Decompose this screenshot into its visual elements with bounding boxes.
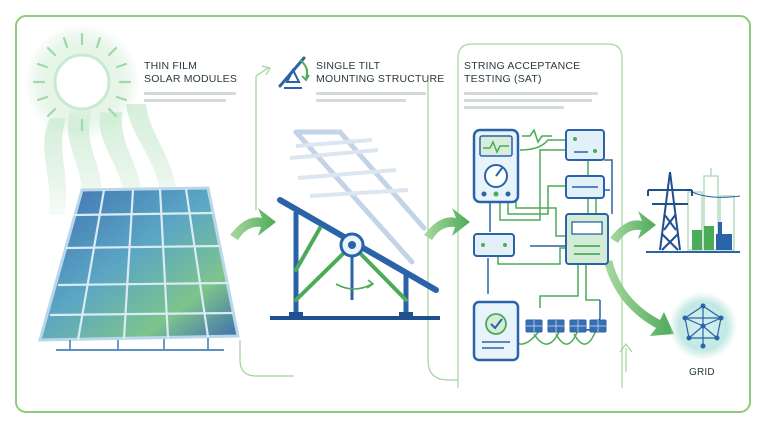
multimeter-icon — [472, 128, 520, 204]
text-placeholder-line — [144, 92, 236, 95]
flow-arrow-icon — [604, 260, 674, 336]
structure-title-line1: SINGLE TILT — [316, 60, 381, 72]
connector-line — [255, 67, 269, 77]
text-placeholder-line — [464, 106, 564, 109]
arrow-head-small — [619, 343, 633, 353]
modules-title: THIN FILM SOLAR MODULES — [144, 60, 237, 86]
structure-title-line2: MOUNTING STRUCTURE — [316, 73, 445, 85]
signal-pulse — [522, 128, 552, 144]
junction-box-icon — [565, 175, 605, 199]
connector-line — [239, 340, 294, 377]
modules-title-line1: THIN FILM — [144, 60, 198, 72]
modules-title-line2: SOLAR MODULES — [144, 73, 238, 85]
sun-icon — [24, 24, 140, 140]
tablet-check-icon — [472, 300, 520, 362]
flow-arrow-icon — [610, 211, 656, 243]
outer-frame — [15, 15, 751, 413]
junction-box-icon — [473, 233, 515, 257]
text-placeholder-line — [464, 99, 592, 102]
string-panels — [525, 319, 607, 333]
flow-arrow-icon — [424, 208, 470, 240]
text-placeholder-line — [316, 92, 426, 95]
inverter-icon — [565, 213, 609, 265]
structure-title: SINGLE TILT MOUNTING STRUCTURE — [316, 60, 444, 86]
tilt-icon — [278, 56, 310, 89]
text-placeholder-line — [464, 92, 598, 95]
testing-title-line2: TESTING (SAT) — [464, 73, 542, 85]
arrow-head-small — [261, 65, 271, 76]
city-icon — [646, 168, 740, 253]
testing-title-line1: STRING ACCEPTANCE — [464, 60, 581, 72]
solar-panel-icon — [38, 186, 240, 351]
testing-section-frame — [457, 43, 623, 388]
flow-arrow-icon — [230, 208, 276, 240]
grid-network-icon — [669, 292, 737, 360]
text-placeholder-line — [316, 99, 406, 102]
transmission-tower-icon — [647, 171, 693, 251]
sun-rays — [44, 104, 177, 215]
junction-box-icon — [565, 129, 605, 161]
power-line — [691, 191, 741, 198]
text-placeholder-line — [144, 99, 226, 102]
connector-line — [427, 80, 458, 381]
testing-title: STRING ACCEPTANCE TESTING (SAT) — [464, 60, 580, 86]
mounting-structure-icon — [270, 129, 440, 320]
grid-label: GRID — [689, 367, 715, 378]
